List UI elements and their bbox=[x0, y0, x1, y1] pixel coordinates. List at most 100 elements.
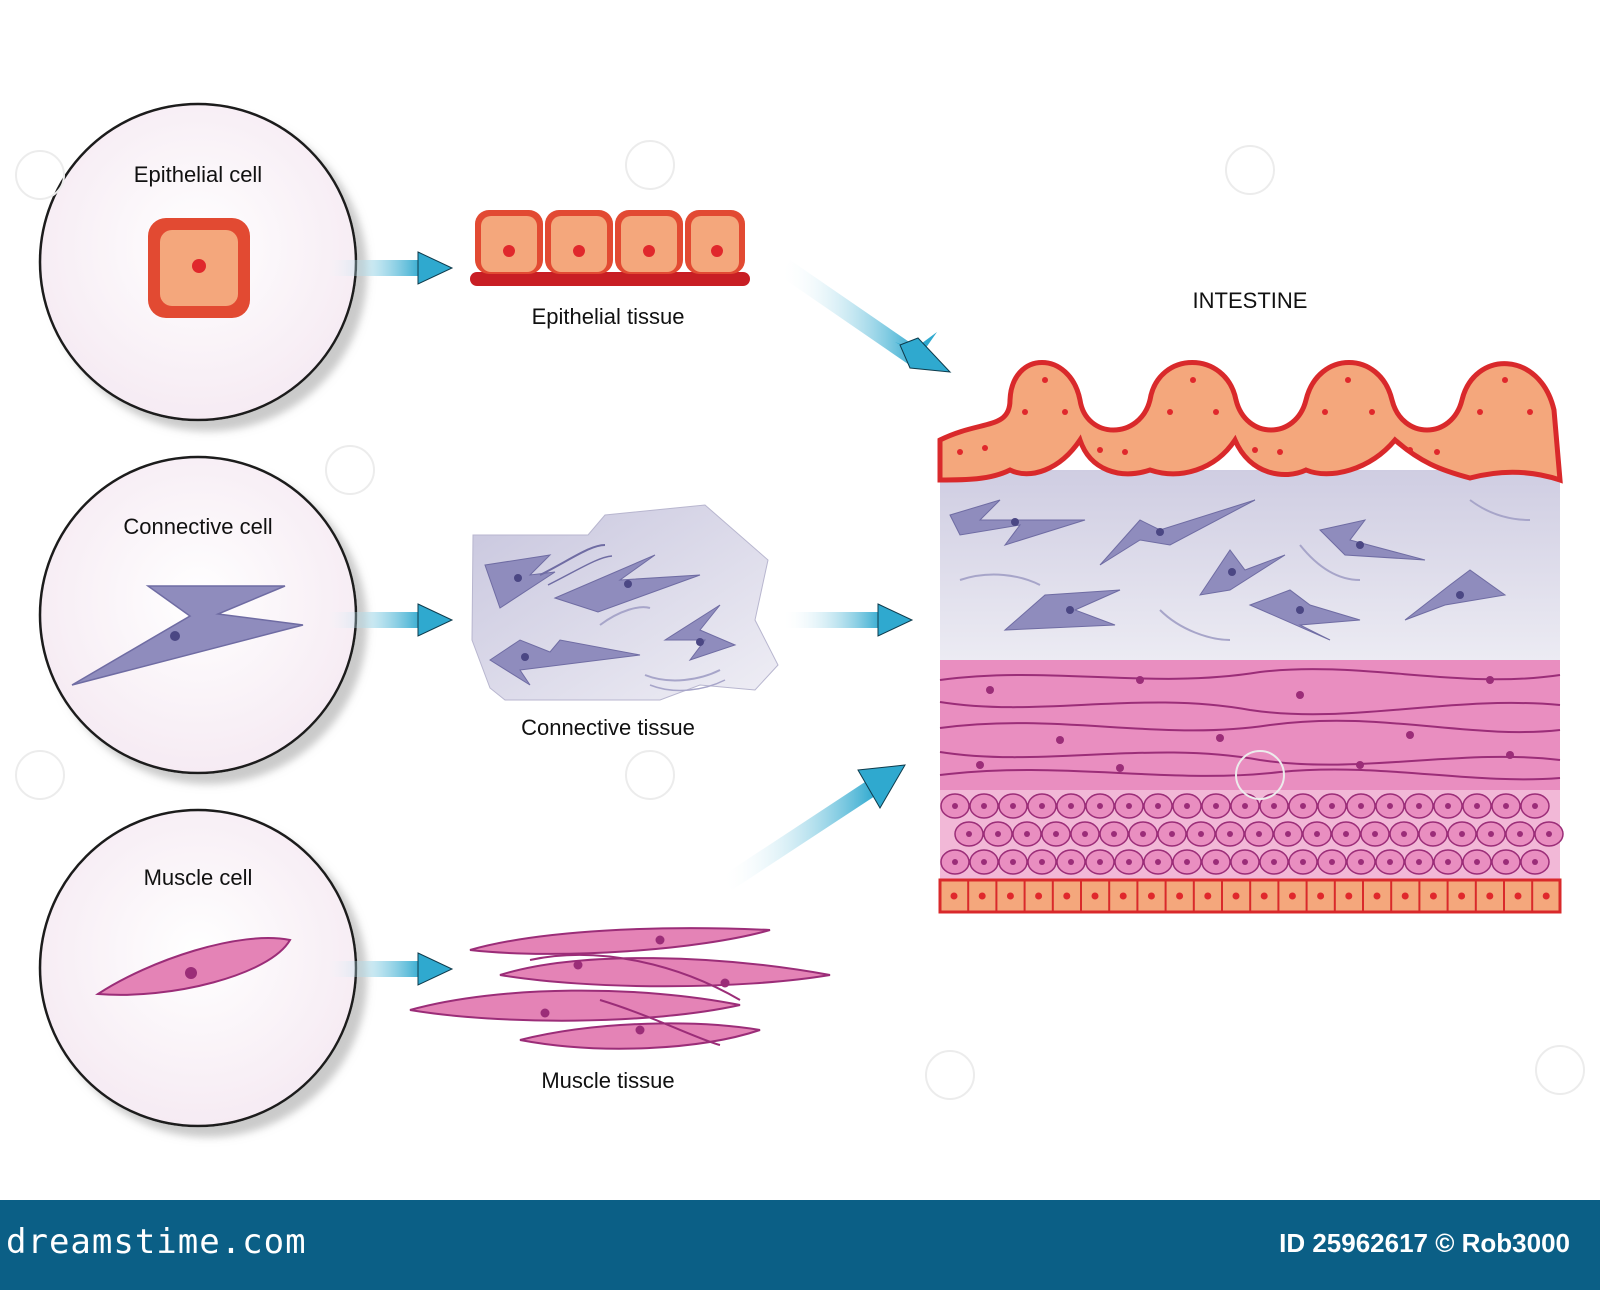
circular-muscle-nucleus bbox=[952, 859, 958, 865]
brand-logo-text[interactable]: dreamstime.com bbox=[6, 1222, 307, 1262]
circular-muscle-nucleus bbox=[1256, 831, 1262, 837]
basal-cell-nucleus bbox=[1486, 892, 1494, 900]
circular-muscle-nucleus bbox=[1097, 803, 1103, 809]
circular-muscle-nucleus bbox=[1445, 859, 1451, 865]
arrow-connective-tissue-to-intestine bbox=[782, 603, 914, 637]
basal-cell-nucleus bbox=[1373, 892, 1381, 900]
circular-muscle-nucleus bbox=[1126, 859, 1132, 865]
basal-cell-nucleus bbox=[1458, 892, 1466, 900]
intestine-cross-section bbox=[937, 360, 1564, 914]
circular-muscle-nucleus bbox=[1387, 803, 1393, 809]
circular-muscle-nucleus bbox=[1474, 803, 1480, 809]
circular-muscle-nucleus bbox=[1010, 803, 1016, 809]
arrow-epithelial-cell-to-tissue bbox=[322, 251, 454, 285]
epithelial-cell-label: Epithelial cell bbox=[133, 162, 263, 187]
circular-muscle-nucleus bbox=[1213, 859, 1219, 865]
circular-muscle-nucleus bbox=[1053, 831, 1059, 837]
basal-cell-nucleus bbox=[1204, 892, 1212, 900]
arrow-connective-cell-to-tissue bbox=[322, 603, 454, 637]
circular-muscle-nucleus bbox=[1459, 831, 1465, 837]
circular-muscle-nucleus bbox=[981, 859, 987, 865]
intestine-connective-layer bbox=[940, 470, 1560, 660]
epithelial-tissue-illustration bbox=[470, 210, 750, 286]
basal-cell-nucleus bbox=[950, 892, 958, 900]
circular-muscle-nucleus bbox=[1155, 803, 1161, 809]
circular-muscle-nucleus bbox=[1184, 803, 1190, 809]
basal-cell-nucleus bbox=[1288, 892, 1296, 900]
watermark-swirls bbox=[15, 140, 1585, 1100]
intestine-epithelial-layer bbox=[937, 360, 1563, 484]
basal-cell-nucleus bbox=[1429, 892, 1437, 900]
basal-cell-nucleus bbox=[1147, 892, 1155, 900]
circular-muscle-nucleus bbox=[1140, 831, 1146, 837]
circular-muscle-nucleus bbox=[1401, 831, 1407, 837]
basal-cell-nucleus bbox=[1317, 892, 1325, 900]
basal-cell-nucleus bbox=[1119, 892, 1127, 900]
circular-muscle-nucleus bbox=[995, 831, 1001, 837]
basal-cell-nucleus bbox=[1232, 892, 1240, 900]
circular-muscle-nucleus bbox=[1416, 803, 1422, 809]
circular-muscle-nucleus bbox=[1024, 831, 1030, 837]
epithelial-tissue-label: Epithelial tissue bbox=[531, 304, 685, 329]
circular-muscle-nucleus bbox=[1300, 803, 1306, 809]
circular-muscle-nucleus bbox=[1372, 831, 1378, 837]
circular-muscle-nucleus bbox=[1358, 803, 1364, 809]
connective-cell-circle bbox=[38, 455, 358, 775]
epithelial-cell-circle bbox=[38, 102, 358, 422]
epithelial-cell-nucleus bbox=[192, 259, 206, 273]
circular-muscle-nucleus bbox=[1488, 831, 1494, 837]
circular-muscle-nucleus bbox=[1126, 803, 1132, 809]
circular-muscle-nucleus bbox=[1546, 831, 1552, 837]
connective-cell-shape bbox=[71, 585, 304, 686]
circular-muscle-nucleus bbox=[1503, 859, 1509, 865]
circular-muscle-nucleus bbox=[1358, 859, 1364, 865]
footer-bar: dreamstime.com ID 25962617 © Rob3000 bbox=[0, 1200, 1600, 1290]
circular-muscle-nucleus bbox=[1097, 859, 1103, 865]
circular-muscle-nucleus bbox=[1242, 803, 1248, 809]
circular-muscle-nucleus bbox=[1474, 859, 1480, 865]
circular-muscle-nucleus bbox=[1387, 859, 1393, 865]
circular-muscle-nucleus bbox=[1198, 831, 1204, 837]
arrow-muscle-tissue-to-intestine bbox=[722, 764, 906, 890]
basal-cell-nucleus bbox=[1176, 892, 1184, 900]
circular-muscle-nucleus bbox=[1068, 803, 1074, 809]
circular-muscle-nucleus bbox=[1517, 831, 1523, 837]
basal-cell-nucleus bbox=[1091, 892, 1099, 900]
circular-muscle-nucleus bbox=[966, 831, 972, 837]
muscle-cell-shape bbox=[95, 937, 292, 996]
circular-muscle-nucleus bbox=[1271, 859, 1277, 865]
circular-muscle-nucleus bbox=[1329, 859, 1335, 865]
muscle-cell-circle bbox=[38, 808, 358, 1128]
circular-muscle-nucleus bbox=[1532, 859, 1538, 865]
circular-muscle-nucleus bbox=[1532, 803, 1538, 809]
stock-id-credit: ID 25962617 © Rob3000 bbox=[1279, 1228, 1570, 1258]
muscle-cell-label: Muscle cell bbox=[143, 865, 253, 890]
basal-cell-nucleus bbox=[1035, 892, 1043, 900]
circular-muscle-nucleus bbox=[952, 803, 958, 809]
basal-cell-nucleus bbox=[1260, 892, 1268, 900]
muscle-tissue-illustration bbox=[409, 927, 831, 1050]
circular-muscle-nucleus bbox=[1169, 831, 1175, 837]
basal-cell-nucleus bbox=[1542, 892, 1550, 900]
circular-muscle-nucleus bbox=[1227, 831, 1233, 837]
intestine-muscle-layer bbox=[940, 660, 1560, 790]
circular-muscle-nucleus bbox=[1242, 859, 1248, 865]
tissue-diagram bbox=[15, 102, 1585, 1128]
intestine-label: INTESTINE bbox=[1192, 288, 1308, 313]
basal-cell-nucleus bbox=[1345, 892, 1353, 900]
circular-muscle-nucleus bbox=[1300, 859, 1306, 865]
circular-muscle-nucleus bbox=[1343, 831, 1349, 837]
basal-cell-nucleus bbox=[1006, 892, 1014, 900]
circular-muscle-nucleus bbox=[981, 803, 987, 809]
arrow-epithelial-tissue-to-intestine bbox=[780, 260, 952, 373]
connective-tissue-label: Connective tissue bbox=[521, 715, 695, 740]
connective-tissue-illustration bbox=[471, 504, 779, 701]
circular-muscle-nucleus bbox=[1213, 803, 1219, 809]
circular-muscle-nucleus bbox=[1314, 831, 1320, 837]
circular-muscle-nucleus bbox=[1184, 859, 1190, 865]
circular-muscle-nucleus bbox=[1039, 803, 1045, 809]
circular-muscle-nucleus bbox=[1430, 831, 1436, 837]
basal-cell-nucleus bbox=[1063, 892, 1071, 900]
connective-cell-label: Connective cell bbox=[123, 514, 273, 539]
circular-muscle-nucleus bbox=[1155, 859, 1161, 865]
